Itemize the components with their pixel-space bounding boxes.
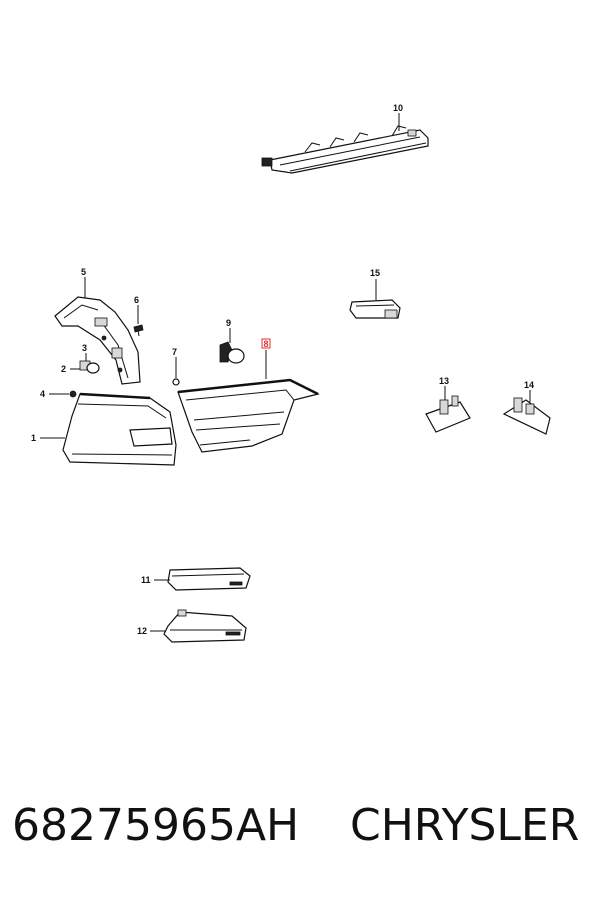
callout-5[interactable]: 5 bbox=[81, 267, 86, 277]
callout-3[interactable]: 3 bbox=[82, 343, 87, 353]
brand-label: CHRYSLER bbox=[350, 800, 580, 851]
callout-7[interactable]: 7 bbox=[172, 347, 177, 357]
callout-4[interactable]: 4 bbox=[40, 389, 45, 399]
part-13-license-lamp[interactable] bbox=[425, 395, 471, 433]
callout-1[interactable]: 1 bbox=[31, 433, 36, 443]
part-5-lamp-housing[interactable] bbox=[54, 296, 141, 385]
part-6-screw[interactable] bbox=[133, 324, 144, 337]
callout-10[interactable]: 10 bbox=[393, 103, 403, 113]
part-number-label: 68275965AH bbox=[12, 800, 300, 851]
callout-8[interactable]: 8 bbox=[264, 339, 269, 349]
callout-9[interactable]: 9 bbox=[226, 318, 231, 328]
callout-6[interactable]: 6 bbox=[134, 295, 139, 305]
callout-14[interactable]: 14 bbox=[524, 380, 534, 390]
callout-13[interactable]: 13 bbox=[439, 376, 449, 386]
part-15-license-lamp[interactable] bbox=[349, 299, 401, 319]
callout-8-highlight bbox=[261, 338, 271, 349]
part-12-side-lamp[interactable] bbox=[163, 609, 247, 643]
part-14-license-lamp[interactable] bbox=[502, 397, 551, 435]
part-4-nut[interactable] bbox=[69, 390, 77, 398]
callout-2[interactable]: 2 bbox=[61, 364, 66, 374]
part-9-socket[interactable] bbox=[219, 341, 245, 364]
part-1-tail-lamp-outer[interactable] bbox=[62, 392, 177, 466]
part-7-grommet[interactable] bbox=[172, 378, 180, 386]
part-2-bulb[interactable] bbox=[86, 362, 100, 374]
part-10-high-mount-stop-lamp[interactable] bbox=[261, 125, 429, 174]
callout-12[interactable]: 12 bbox=[137, 626, 147, 636]
callout-11[interactable]: 11 bbox=[141, 575, 151, 585]
part-11-side-lamp[interactable] bbox=[167, 567, 251, 591]
callout-15[interactable]: 15 bbox=[370, 268, 380, 278]
part-8-tail-lamp-inner[interactable] bbox=[177, 378, 320, 453]
